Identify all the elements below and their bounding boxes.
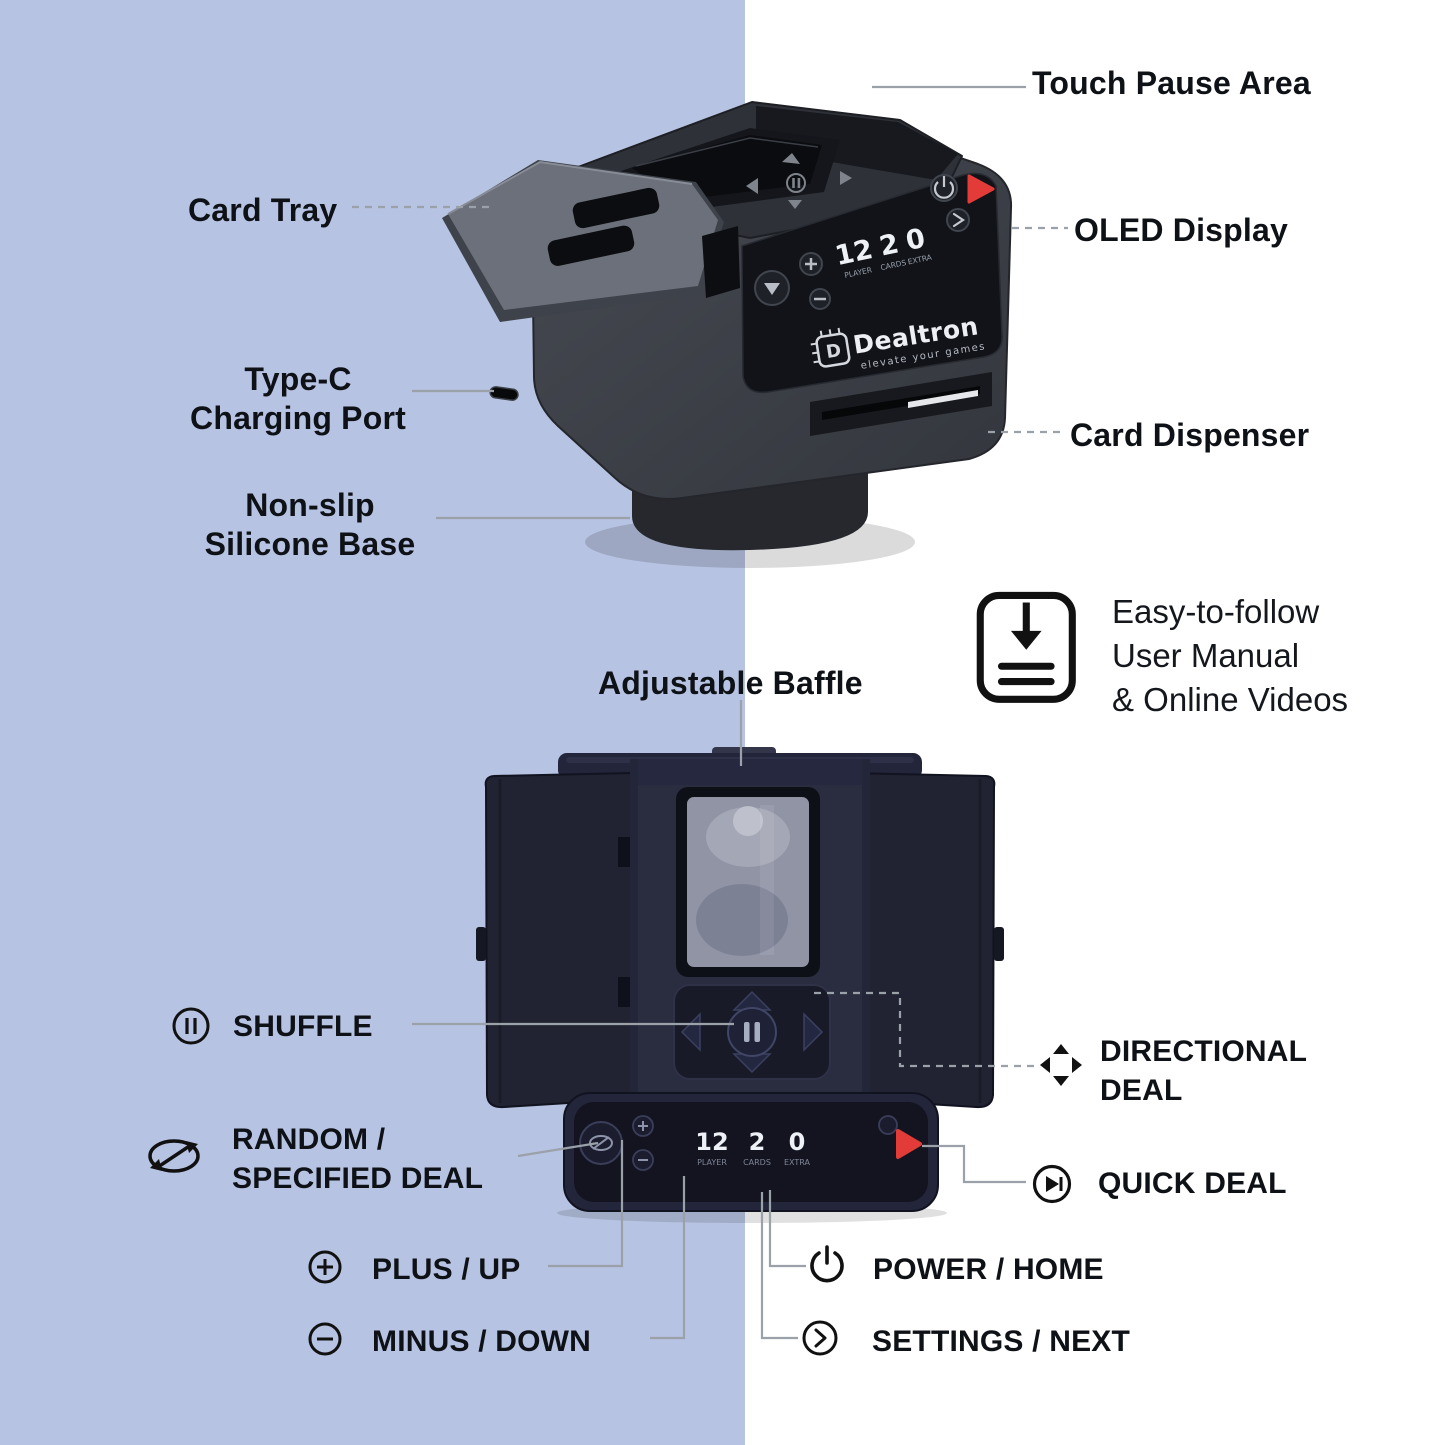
label-oled-display: OLED Display <box>1074 212 1289 248</box>
random-specified-deal-icon <box>148 1139 200 1173</box>
side-tab <box>994 927 1004 961</box>
power-icon <box>933 176 955 199</box>
label-user-manual: Easy-to-follow User Manual & Online Vide… <box>1112 593 1349 718</box>
label-shuffle: SHUFFLE <box>233 1010 373 1043</box>
display-extra: 0 <box>789 1128 806 1156</box>
column-edge <box>630 759 638 1111</box>
user-manual-download-icon <box>976 591 1076 703</box>
wing-clip <box>618 837 632 867</box>
tray-grip-pad <box>547 225 635 266</box>
settings-next-icon <box>802 1320 838 1356</box>
label-minus-down: MINUS / DOWN <box>372 1325 592 1358</box>
front-control-panel <box>741 172 1003 394</box>
tray-grip-pad <box>572 187 660 229</box>
lid-window-highlight <box>635 137 819 167</box>
down-arrow-icon <box>764 283 780 295</box>
wing-clip <box>618 977 632 1007</box>
label-adjustable-baffle: Adjustable Baffle <box>598 665 863 701</box>
download-arrow-head <box>1010 630 1042 650</box>
shuffle-icon <box>172 1007 210 1045</box>
label-card-dispenser: Card Dispenser <box>1070 417 1310 453</box>
quick-deal-button <box>896 1129 922 1159</box>
label-settings-next: SETTINGS / NEXT <box>872 1325 1131 1358</box>
label-directional-deal: DIRECTIONAL DEAL <box>1100 1035 1308 1107</box>
quick-deal-button <box>967 174 995 204</box>
type-c-port <box>489 386 519 401</box>
plus-icon <box>638 1121 648 1131</box>
quick-deal-icon <box>1032 1164 1072 1204</box>
label-type-c-charging-port: Type-C Charging Port <box>190 361 406 437</box>
settings-button <box>878 1115 898 1135</box>
card-dispenser-slot <box>822 386 980 420</box>
shuffle-button <box>727 1007 777 1057</box>
window-reflection <box>706 807 790 867</box>
display-caption: EXTRA <box>784 1158 811 1167</box>
plus-up-icon <box>308 1250 342 1284</box>
window-streak <box>760 805 774 955</box>
window-reflection <box>733 806 763 836</box>
label-quick-deal: QUICK DEAL <box>1098 1167 1287 1200</box>
label-plus-up: PLUS / UP <box>372 1253 521 1286</box>
label-power-home: POWER / HOME <box>873 1253 1104 1286</box>
chip-pins <box>810 327 841 364</box>
label-random-specified-deal: RANDOM / SPECIFIED DEAL <box>232 1123 484 1195</box>
card-dealer-perspective-view: 12 2 0 PLAYER CARDS EXTRA D Dealtron ele… <box>442 101 1013 568</box>
display-caption: CARDS <box>743 1158 771 1167</box>
side-tab <box>476 927 486 961</box>
column-edge <box>862 759 870 1111</box>
card-dealer-top-view: 12 2 0 PLAYER CARDS EXTRA <box>476 747 1004 1223</box>
card-tray-edge <box>447 160 693 215</box>
pause-bar-icon <box>754 1022 760 1042</box>
pause-bar-icon <box>744 1022 750 1042</box>
display-caption: PLAYER <box>697 1158 727 1167</box>
oled-display-readout: 12 2 0 PLAYER CARDS EXTRA <box>695 1128 810 1167</box>
lid-button-cluster <box>746 153 852 209</box>
minus-down-icon <box>308 1322 342 1356</box>
display-players: 12 <box>695 1128 728 1156</box>
download-arrow-shaft <box>1022 602 1030 634</box>
settings-button <box>946 208 970 232</box>
tray-card-slot <box>702 226 740 298</box>
chevron-right-icon <box>952 212 965 228</box>
label-touch-pause-area: Touch Pause Area <box>1032 65 1311 101</box>
display-players: 12 <box>832 234 875 272</box>
label-non-slip-silicone-base: Non-slip Silicone Base <box>204 487 416 563</box>
card-in-slot <box>908 390 978 408</box>
column-shoulder <box>638 759 862 785</box>
power-home-icon <box>810 1245 844 1283</box>
window-shade <box>696 884 788 956</box>
display-cards: 2 <box>749 1128 766 1156</box>
chip-letter: D <box>825 340 843 363</box>
manual-outline <box>976 591 1076 703</box>
touch-pause-area-strip <box>756 106 958 180</box>
left-wing-panel <box>484 771 633 1109</box>
plus-icon <box>805 258 817 270</box>
directional-deal-icon <box>1040 1044 1082 1086</box>
lid-pause-button-icon <box>786 173 806 193</box>
label-card-tray: Card Tray <box>188 192 338 228</box>
